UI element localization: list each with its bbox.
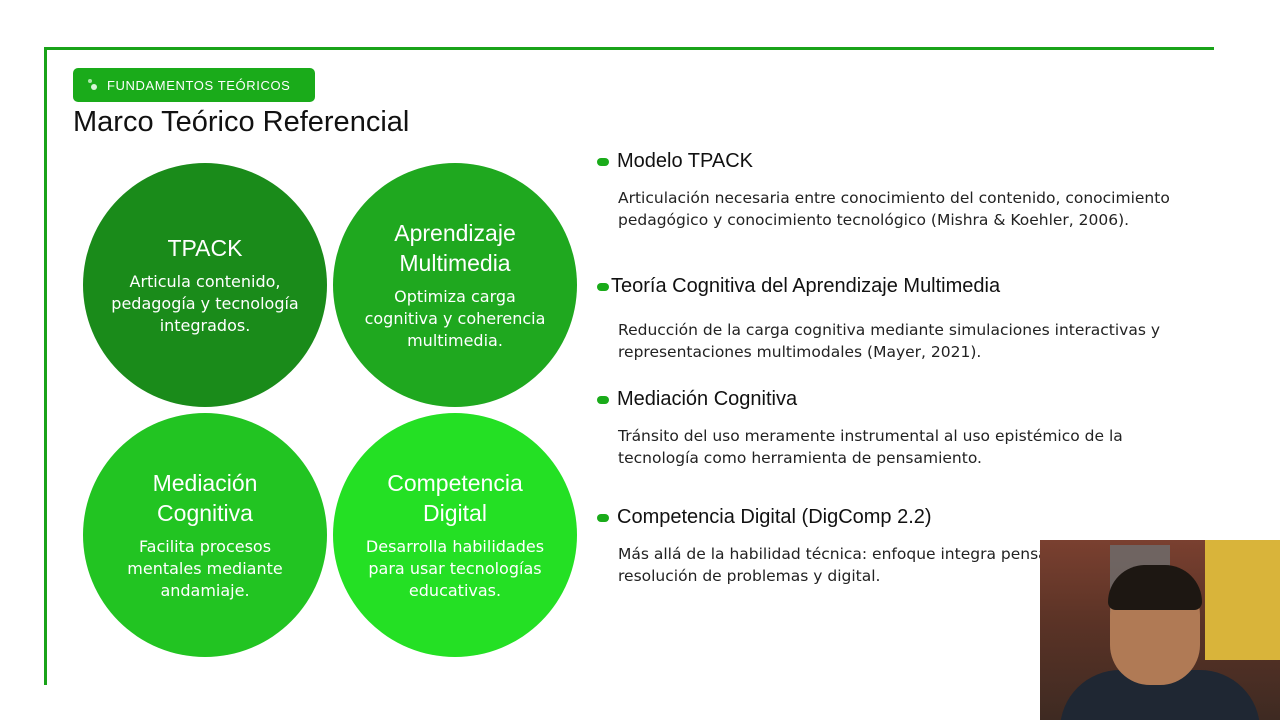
- bullet-icon: [597, 282, 609, 291]
- circle-description: Optimiza carga cognitiva y coherencia mu…: [364, 287, 546, 350]
- circle-title: Competencia Digital: [387, 470, 523, 526]
- slide-title: Marco Teórico Referencial: [73, 106, 410, 138]
- dots-icon: [87, 78, 101, 92]
- list-item-title: Mediación Cognitiva: [617, 388, 798, 410]
- bullet-icon: [597, 157, 609, 166]
- circle-aprendizaje-multimedia: Aprendizaje Multimedia Optimiza carga co…: [333, 163, 577, 407]
- list-item: Teoría Cognitiva del Aprendizaje Multime…: [597, 275, 1197, 363]
- list-item: Modelo TPACK Articulación necesaria entr…: [597, 150, 1197, 231]
- list-item-description: Tránsito del uso meramente instrumental …: [618, 427, 1123, 467]
- list-item-title: Competencia Digital (DigComp 2.2): [617, 506, 932, 528]
- section-badge-label: FUNDAMENTOS TEÓRICOS: [107, 77, 291, 93]
- circle-description: Desarrolla habilidades para usar tecnolo…: [365, 537, 545, 600]
- circle-title: Aprendizaje Multimedia: [394, 220, 516, 276]
- webcam-video-feed: [1040, 540, 1280, 720]
- list-item-description: Reducción de la carga cognitiva mediante…: [618, 321, 1161, 361]
- presenter-hair: [1108, 565, 1202, 610]
- circle-mediacion-cognitiva: Mediación Cognitiva Facilita procesos me…: [83, 413, 327, 657]
- list-item: Mediación Cognitiva Tránsito del uso mer…: [597, 388, 1197, 469]
- circle-competencia-digital: Competencia Digital Desarrolla habilidad…: [333, 413, 577, 657]
- circle-description: Facilita procesos mentales mediante anda…: [127, 537, 283, 600]
- circle-tpack: TPACK Articula contenido, pedagogía y te…: [83, 163, 327, 407]
- list-item: Competencia Digital (DigComp 2.2) Más al…: [597, 506, 1197, 587]
- list-item-title: Teoría Cognitiva del Aprendizaje Multime…: [611, 275, 1001, 297]
- list-item-description: Más allá de la habilidad técnica: enfoqu…: [618, 545, 1160, 585]
- bullet-icon: [597, 513, 609, 522]
- list-item-description: Articulación necesaria entre conocimient…: [618, 189, 1170, 229]
- bullet-icon: [597, 395, 609, 404]
- list-item-title: Modelo TPACK: [617, 150, 753, 172]
- circle-title: Mediación Cognitiva: [152, 470, 258, 526]
- circle-title: TPACK: [167, 235, 243, 261]
- slide-frame-top: [44, 47, 1214, 50]
- webcam-background-wall: [1205, 540, 1280, 660]
- circle-description: Articula contenido, pedagogía y tecnolog…: [111, 272, 299, 335]
- section-badge: FUNDAMENTOS TEÓRICOS: [73, 68, 315, 102]
- slide-frame-left: [44, 47, 47, 685]
